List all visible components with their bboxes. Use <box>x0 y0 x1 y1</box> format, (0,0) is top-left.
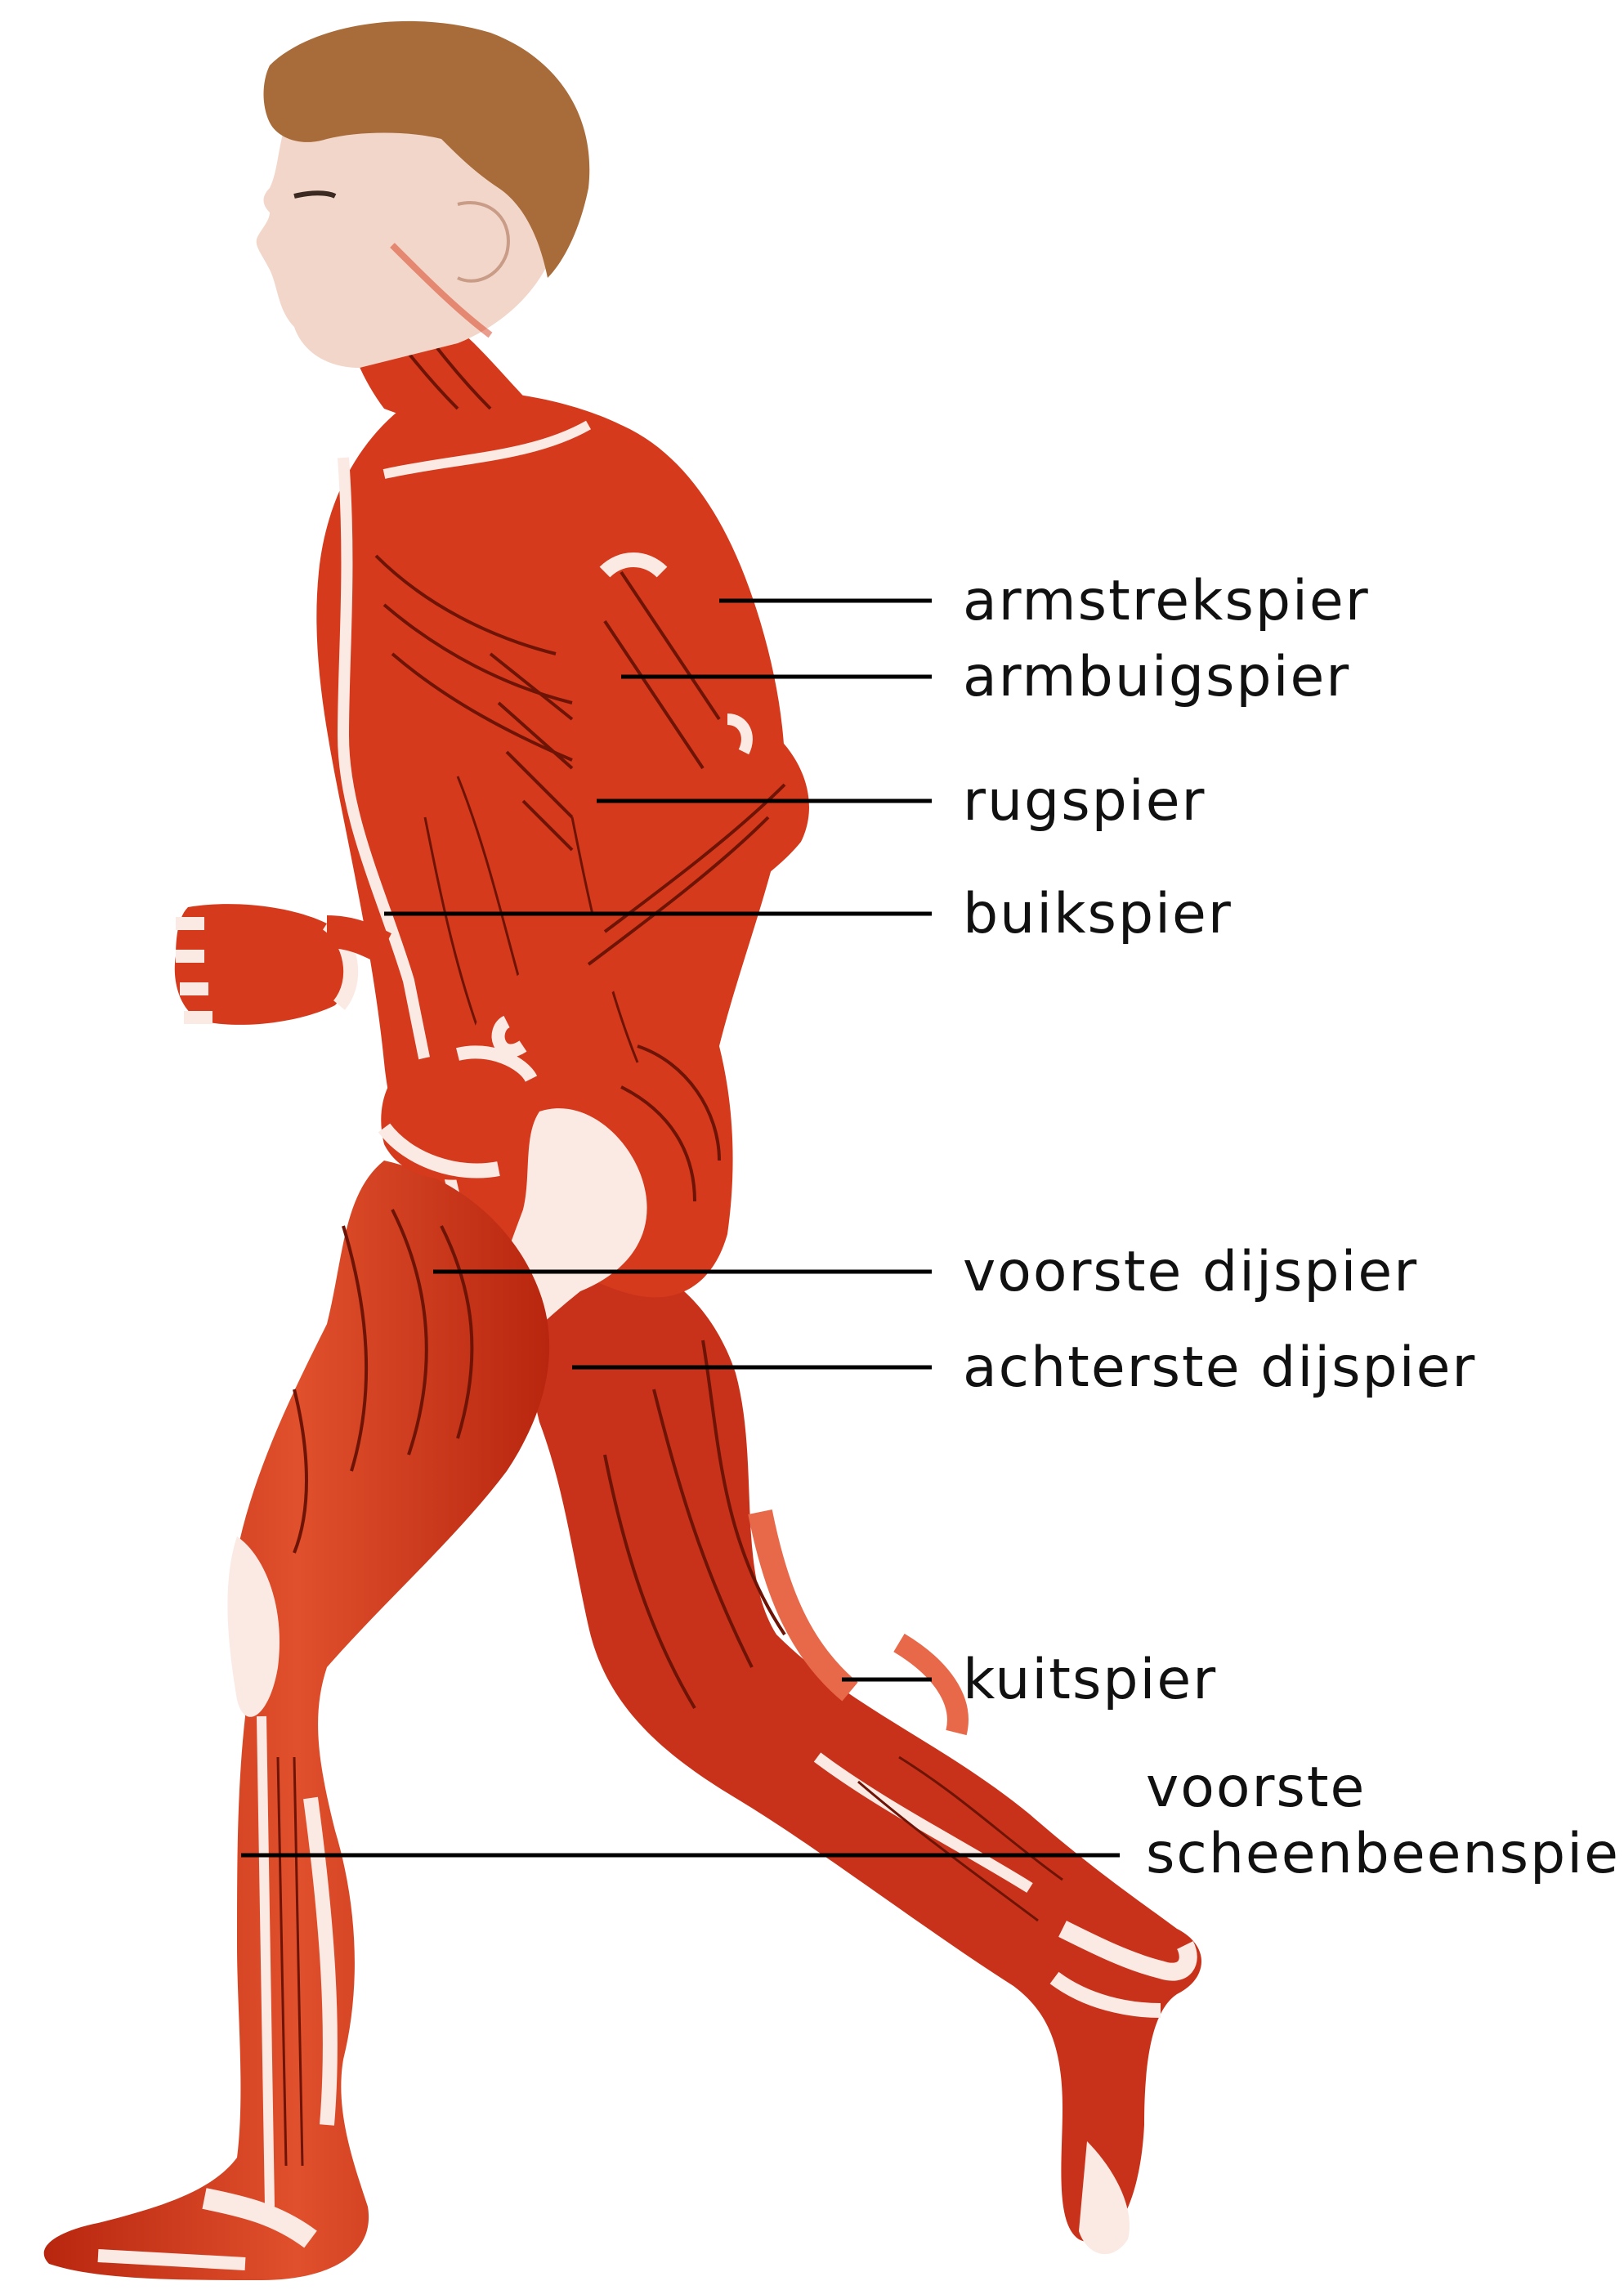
label-achterste-dijspier: achterste dijspier <box>963 1335 1476 1400</box>
label-voorste-scheenbeenspier-line1: voorste <box>1146 1756 1366 1820</box>
front-fist <box>381 1052 531 1179</box>
label-armbuigspier: armbuigspier <box>963 645 1350 709</box>
label-kuitspier: kuitspier <box>963 1648 1217 1712</box>
label-buikspier: buikspier <box>963 882 1233 946</box>
runner-figure <box>44 21 1201 2280</box>
label-voorste-dijspier: voorste dijspier <box>963 1240 1418 1304</box>
head <box>257 21 590 368</box>
labels: armstrekspier armbuigspier rugspier buik… <box>963 569 1624 1886</box>
label-armstrekspier: armstrekspier <box>963 569 1370 633</box>
rear-fist <box>175 904 384 1025</box>
back-leg <box>530 1255 1201 2254</box>
label-rugspier: rugspier <box>963 769 1206 834</box>
front-leg <box>44 1161 549 2280</box>
label-voorste-scheenbeenspier-line2: scheenbeenspier <box>1146 1822 1624 1886</box>
